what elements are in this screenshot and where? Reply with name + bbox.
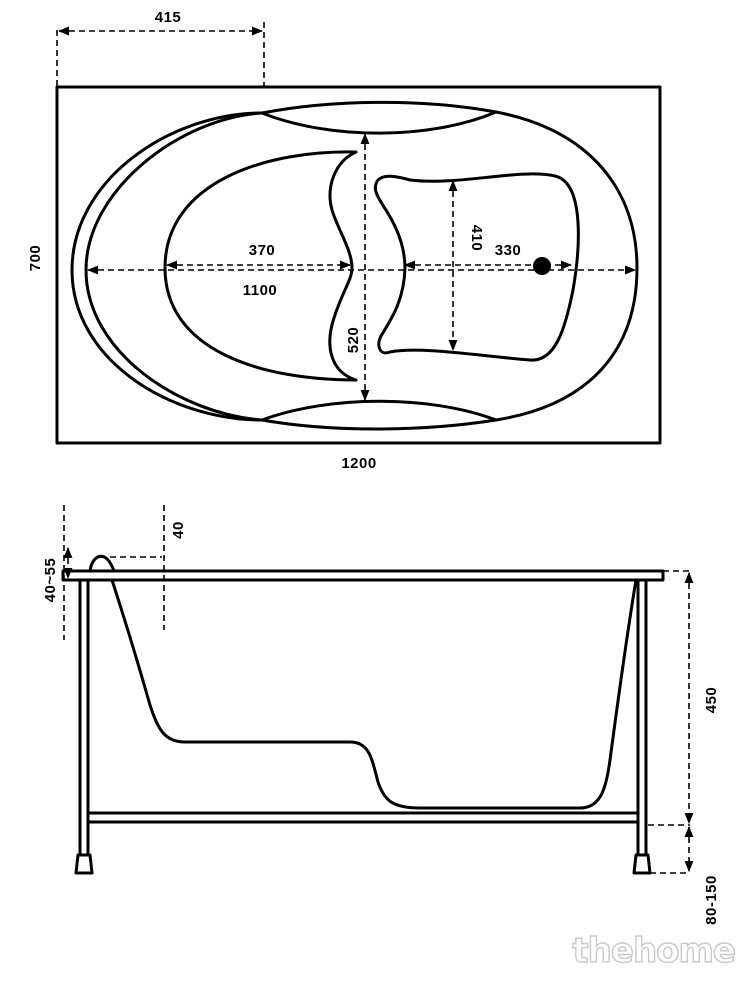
rim-lens-bottom <box>260 399 498 422</box>
tub-rim-slab <box>61 569 665 582</box>
tub-rim-outer <box>70 111 264 422</box>
left-foot <box>74 853 94 875</box>
dim-410-label: 410 <box>468 225 485 252</box>
right-foot <box>632 853 652 875</box>
tub-outer-rectangle <box>55 85 662 445</box>
backrest-contour <box>373 172 580 362</box>
dim-370-label: 370 <box>249 242 276 259</box>
dim-415-label: 415 <box>155 9 182 26</box>
seat-contour <box>163 150 358 382</box>
watermark-logo: thehome <box>572 931 735 971</box>
dim-1100-label: 1100 <box>243 282 278 299</box>
side-view: 40~55 40 450 80-150 <box>42 505 720 925</box>
left-leg <box>78 578 90 857</box>
dim-40-55-label: 40~55 <box>42 558 59 603</box>
tub-basin-outline <box>260 100 639 431</box>
dim-330-label: 330 <box>495 242 522 259</box>
right-leg <box>636 578 648 857</box>
dim-40-label: 40 <box>170 521 187 539</box>
rim-lens-top <box>260 110 498 135</box>
frame-cross-bar <box>86 811 640 824</box>
dim-1200-label: 1200 <box>341 455 376 472</box>
dim-700-label: 700 <box>27 245 44 272</box>
headrest-bump <box>88 554 116 573</box>
dim-520-label: 520 <box>345 327 362 354</box>
tub-profile <box>110 578 638 810</box>
dim-80-150-label: 80-150 <box>703 875 720 925</box>
dim-450-label: 450 <box>703 687 720 714</box>
drain-hole <box>533 257 551 275</box>
tub-rim-inner <box>84 111 264 422</box>
top-view: 415 700 1100 370 330 520 410 1200 <box>27 9 662 472</box>
